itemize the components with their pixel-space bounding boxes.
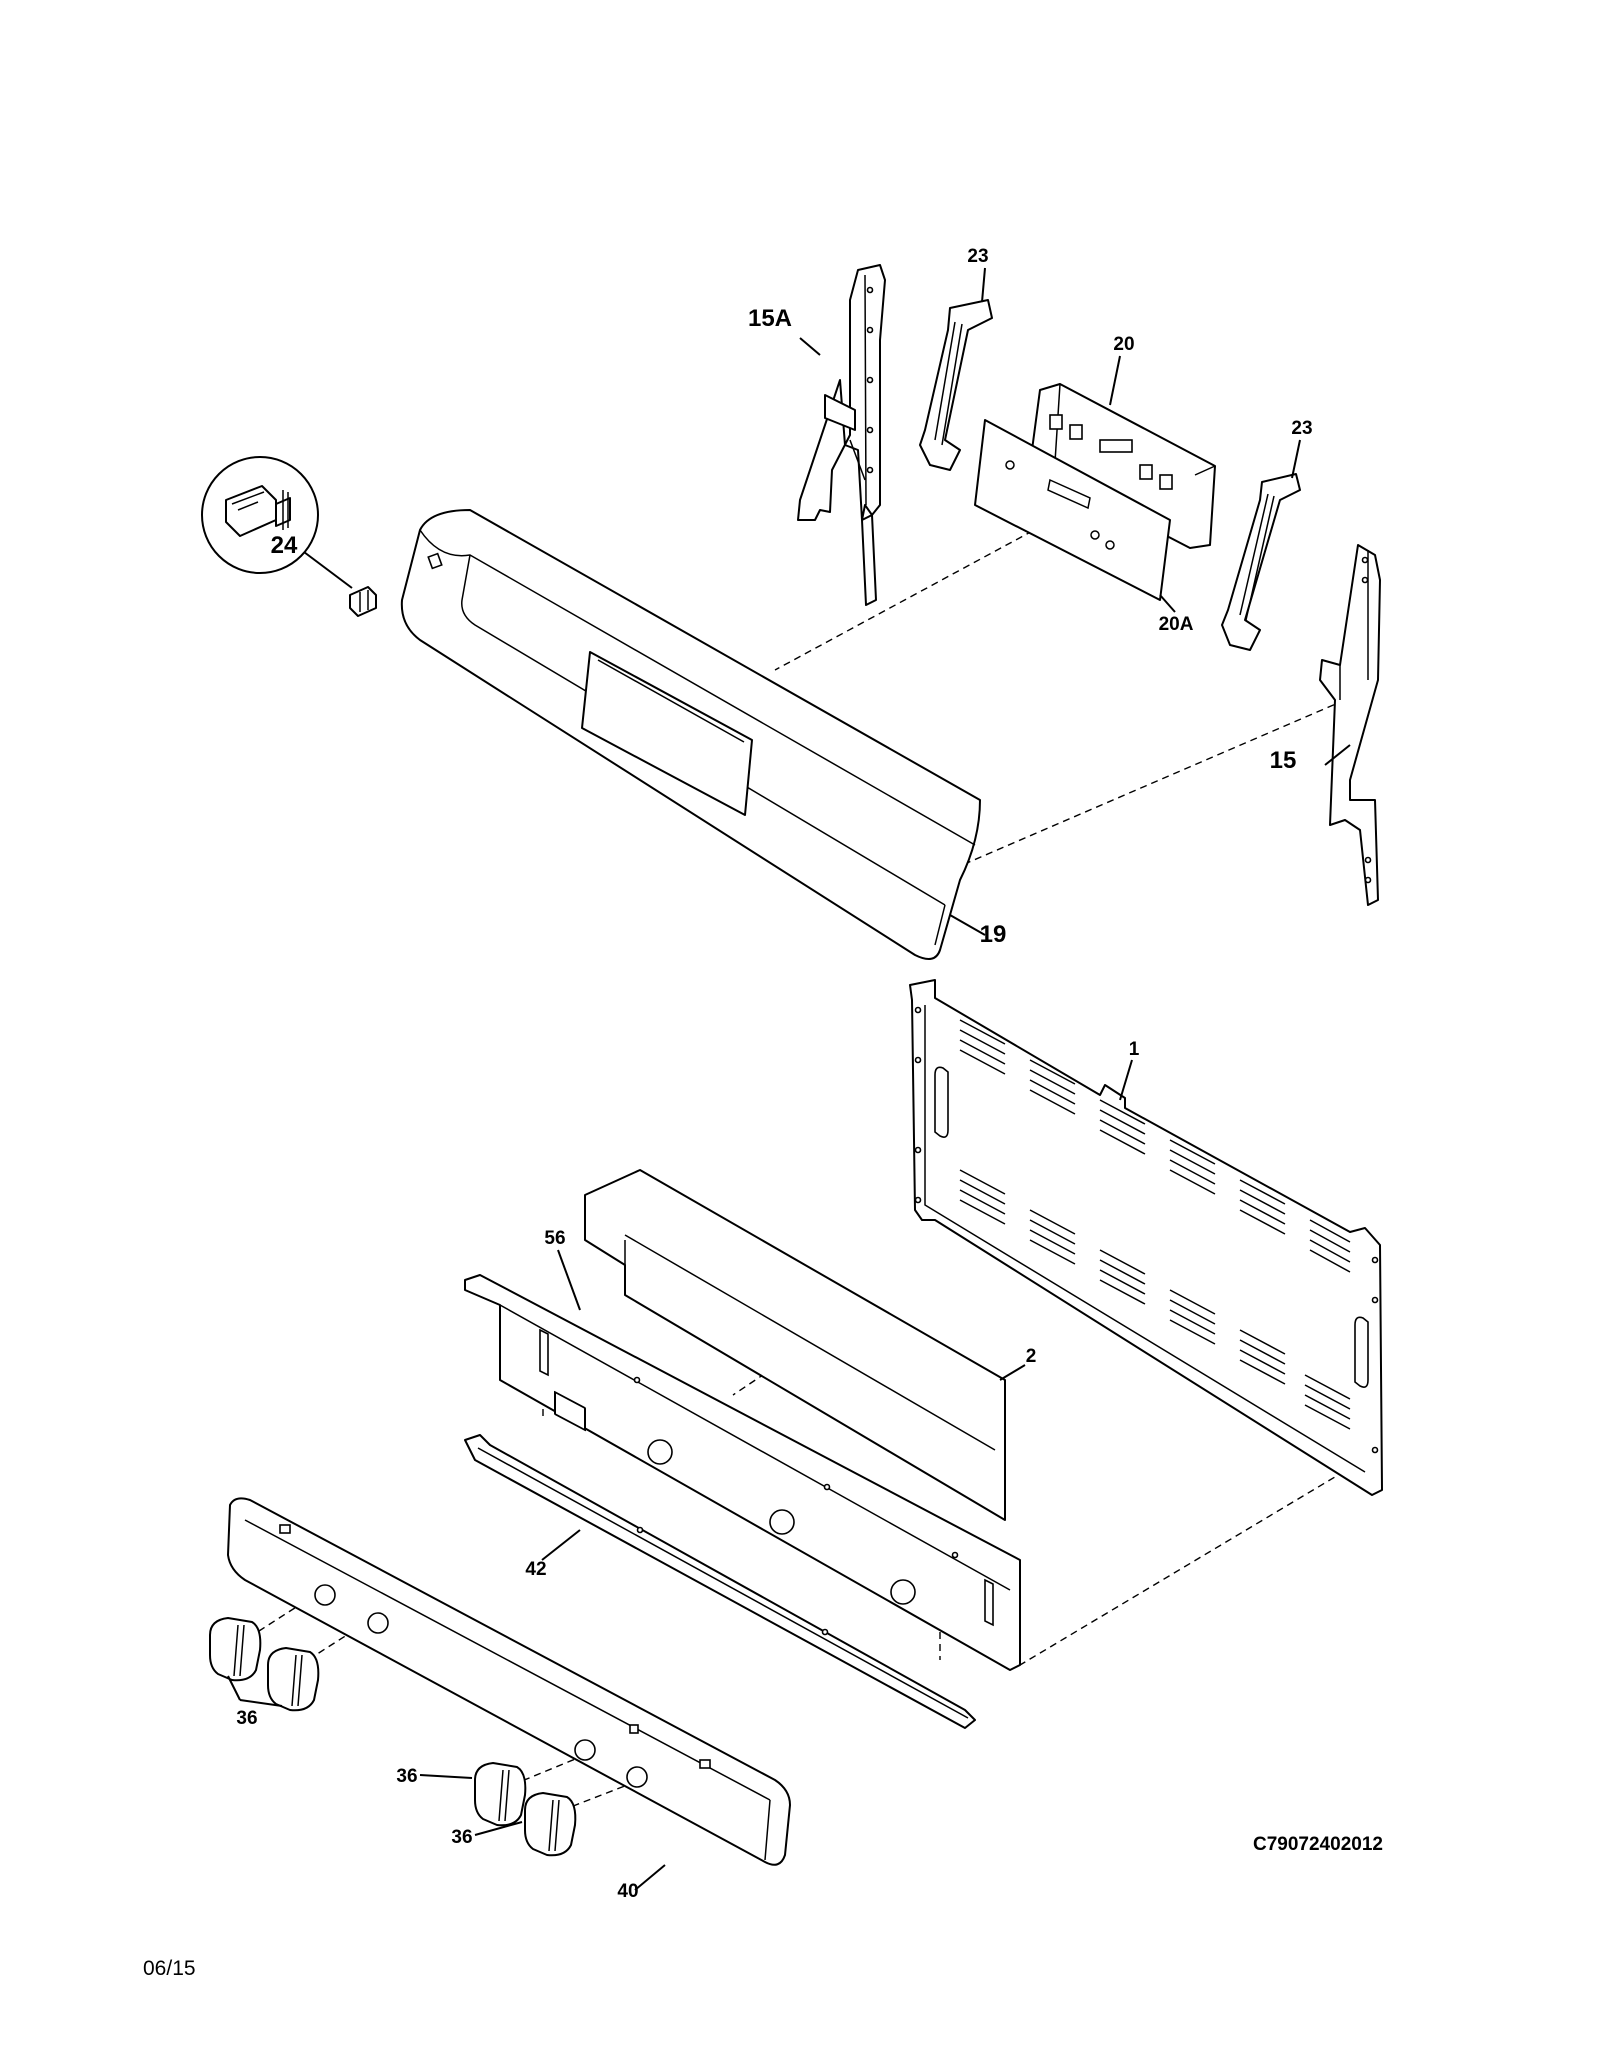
knob bbox=[474, 1762, 527, 1827]
callout-20a: 20A bbox=[1159, 614, 1194, 635]
part-40-manifold-cover bbox=[227, 1497, 791, 1891]
knob bbox=[209, 1617, 262, 1682]
vent-slots bbox=[959, 1019, 1351, 1430]
part-20-electronic-control bbox=[1029, 355, 1216, 549]
part-2-heat-shield bbox=[584, 1169, 1026, 1521]
callout-2: 2 bbox=[1026, 1346, 1037, 1367]
callout-labels: 23 15A 20 23 24 20A 15 19 1 56 2 42 36 3… bbox=[236, 246, 1312, 1902]
part-56-manifold-panel bbox=[464, 1249, 1021, 1671]
part-36-knobs bbox=[209, 1617, 577, 1857]
callout-20: 20 bbox=[1113, 334, 1134, 355]
part-15-end-bracket bbox=[1319, 544, 1381, 906]
part-24-switch bbox=[201, 456, 377, 617]
revision-date: 06/15 bbox=[143, 1957, 196, 1980]
knob bbox=[267, 1647, 320, 1712]
callout-1: 1 bbox=[1129, 1039, 1140, 1060]
callout-36-c: 36 bbox=[451, 1827, 472, 1848]
part-42-trim bbox=[464, 1434, 976, 1729]
callout-24: 24 bbox=[271, 532, 298, 559]
part-15a-end-bracket bbox=[797, 264, 886, 606]
part-23-bracket-right bbox=[1221, 439, 1301, 651]
callout-23-right: 23 bbox=[1291, 418, 1312, 439]
part-19-control-panel bbox=[400, 509, 986, 960]
drawing-code: C79072402012 bbox=[1253, 1834, 1383, 1855]
callout-36-b: 36 bbox=[396, 1766, 417, 1787]
part-23-bracket-left bbox=[919, 267, 993, 471]
knob bbox=[524, 1792, 577, 1857]
callout-42: 42 bbox=[525, 1559, 546, 1580]
callout-19: 19 bbox=[980, 921, 1007, 948]
part-1-back-panel bbox=[909, 979, 1383, 1496]
callout-15a: 15A bbox=[748, 305, 792, 332]
part-20a-overlay bbox=[974, 419, 1176, 613]
callout-36-a: 36 bbox=[236, 1708, 257, 1729]
callout-56: 56 bbox=[544, 1228, 565, 1249]
callout-23-left: 23 bbox=[967, 246, 988, 267]
callout-40: 40 bbox=[617, 1881, 638, 1902]
callout-15: 15 bbox=[1270, 747, 1297, 774]
